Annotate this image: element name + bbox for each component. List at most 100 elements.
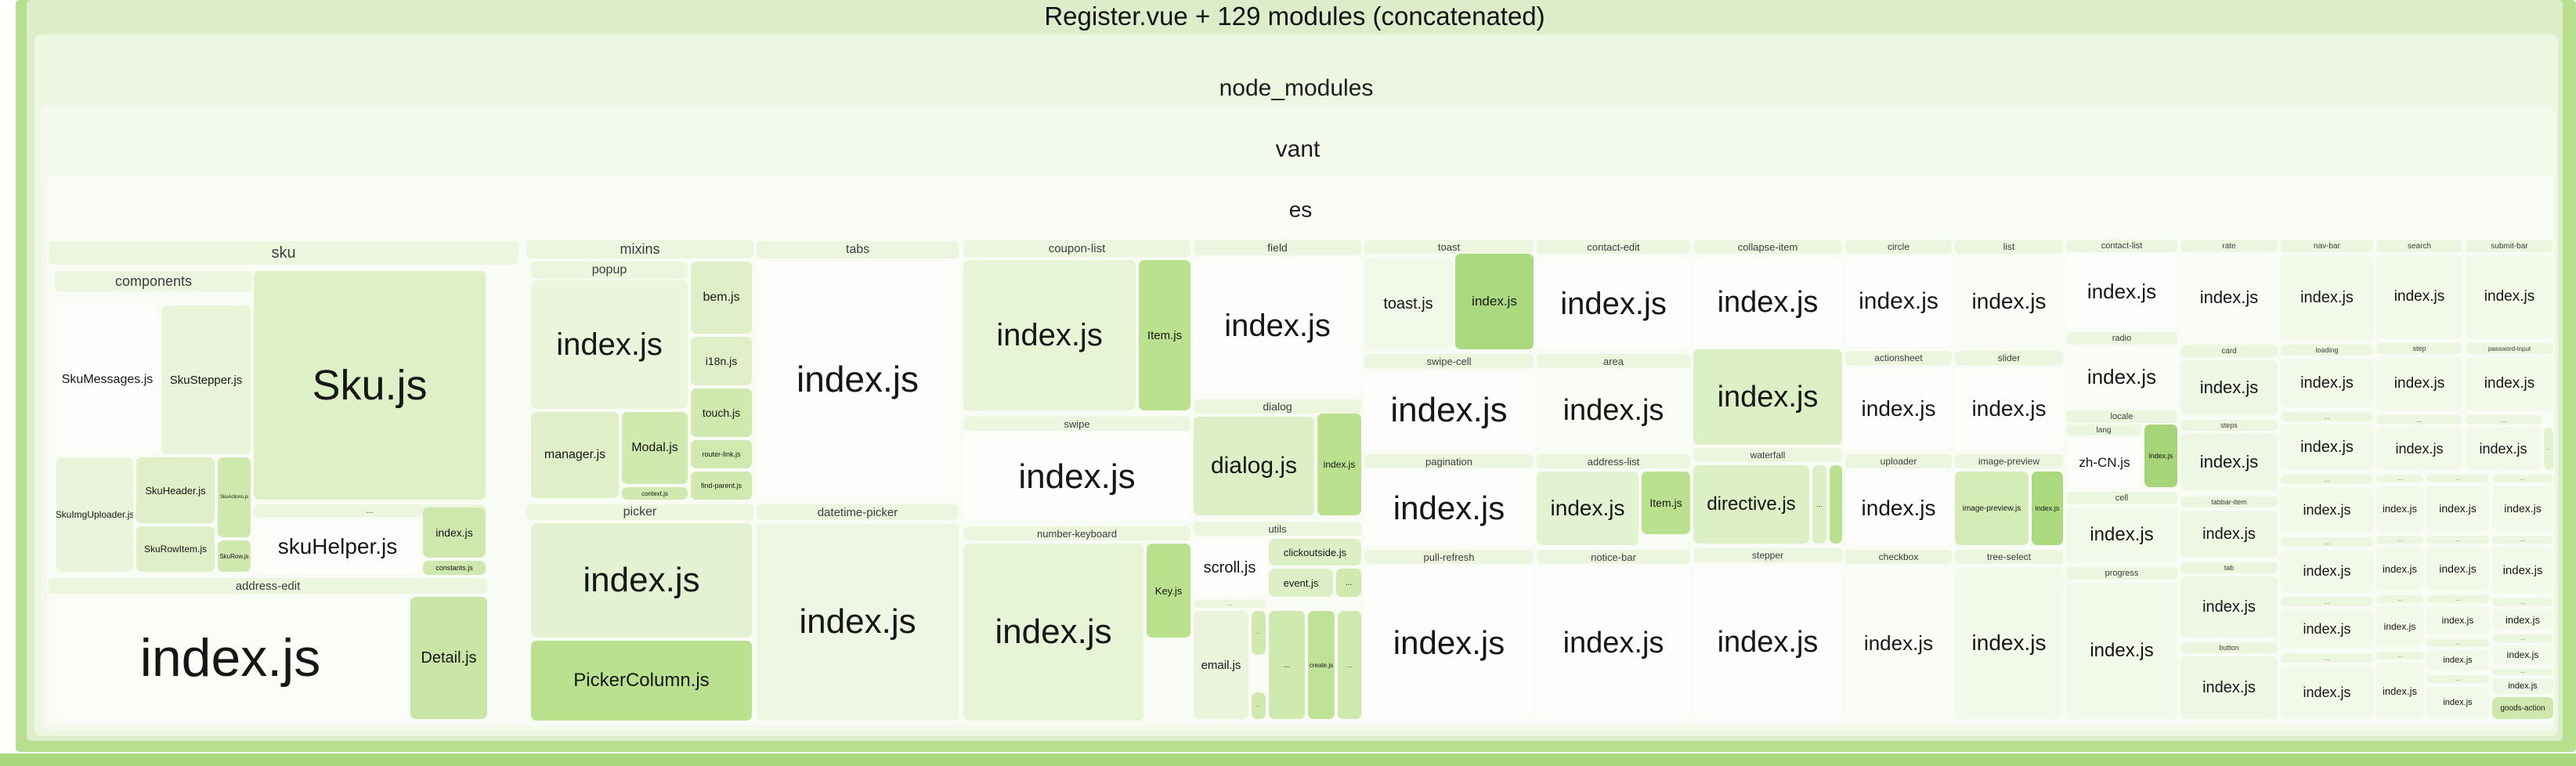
treemap-cell[interactable]: SkuRow.js <box>218 540 251 572</box>
treemap-group-label[interactable]: waterfall <box>1693 448 1842 462</box>
treemap-cell[interactable]: ... <box>1252 611 1266 655</box>
treemap-group-label[interactable]: ... <box>2492 598 2553 606</box>
treemap-group-label[interactable]: ... <box>2426 475 2489 482</box>
treemap-cell[interactable]: index.js <box>1364 567 1534 719</box>
next-chunk-edge[interactable] <box>0 753 2576 766</box>
treemap-cell[interactable]: index.js <box>1955 368 2063 450</box>
treemap-cell[interactable]: index.js <box>1537 472 1638 545</box>
treemap-cell[interactable]: index.js <box>1845 257 1952 346</box>
treemap-group-label[interactable]: password-input <box>2466 343 2553 354</box>
treemap-group-label[interactable]: ... <box>2281 475 2373 484</box>
treemap-cell[interactable]: Detail.js <box>410 597 487 719</box>
treemap-group-label[interactable]: ... <box>2376 536 2423 544</box>
treemap-group-label[interactable]: stepper <box>1693 548 1842 562</box>
treemap-group-label[interactable]: circle <box>1845 240 1952 254</box>
treemap-group-label[interactable]: pagination <box>1364 454 1534 468</box>
treemap-group-label[interactable]: ... <box>2281 537 2373 547</box>
treemap-cell[interactable]: index.js <box>2180 576 2278 638</box>
treemap-cell[interactable]: Key.js <box>1147 544 1190 638</box>
treemap-cell[interactable]: index.js <box>2376 357 2462 410</box>
treemap-cell[interactable]: image-preview.js <box>1955 472 2029 545</box>
treemap-cell[interactable]: index.js <box>2492 547 2553 594</box>
treemap-cell[interactable]: index.js <box>2492 609 2553 630</box>
treemap-group-label[interactable]: button <box>2180 642 2278 653</box>
treemap-cell[interactable]: index.js <box>1537 258 1690 349</box>
treemap-cell[interactable]: directive.js <box>1693 465 1809 544</box>
treemap-cell[interactable]: bem.js <box>691 262 752 334</box>
treemap-cell[interactable]: index.js <box>963 434 1190 520</box>
treemap-cell[interactable]: context.js <box>622 487 688 500</box>
treemap-group-label[interactable]: lang <box>2066 425 2141 435</box>
treemap-cell[interactable]: create.js <box>1308 611 1335 719</box>
treemap-group-label[interactable]: tabs <box>757 241 959 258</box>
treemap-group-label[interactable]: sku <box>49 241 518 265</box>
treemap-group-label[interactable]: ... <box>2376 415 2462 425</box>
treemap-cell[interactable]: clickoutside.js <box>1269 539 1361 565</box>
treemap-cell[interactable]: index.js <box>2281 550 2373 592</box>
treemap-cell[interactable]: index.js <box>1693 349 1842 445</box>
treemap-group-label[interactable]: collapse-item <box>1693 240 1842 254</box>
treemap-cell[interactable]: index.js <box>2180 360 2278 415</box>
treemap-cell[interactable]: dialog.js <box>1194 417 1314 515</box>
treemap-group-label[interactable]: rate <box>2180 240 2278 252</box>
treemap-group-label[interactable]: tree-select <box>1955 550 2063 564</box>
treemap-group-label[interactable]: field <box>1194 240 1361 255</box>
treemap-group-label[interactable]: ... <box>2492 669 2553 675</box>
treemap-cell[interactable]: index.js <box>757 523 959 721</box>
treemap-group-label[interactable]: contact-list <box>2066 240 2177 252</box>
treemap-cell[interactable]: index.js <box>1317 414 1361 515</box>
treemap-cell[interactable]: index.js <box>2180 656 2278 719</box>
treemap-cell[interactable]: scroll.js <box>1194 539 1266 597</box>
treemap-cell[interactable]: Modal.js <box>622 412 688 484</box>
treemap-group-label[interactable]: progress <box>2066 567 2177 580</box>
treemap-cell[interactable]: touch.js <box>691 388 752 437</box>
treemap-group-label[interactable]: ... <box>2376 475 2423 482</box>
treemap-cell[interactable]: index.js <box>2426 650 2489 670</box>
treemap-cell[interactable]: index.js <box>53 597 407 719</box>
treemap-group-label[interactable]: ... <box>2426 639 2489 647</box>
treemap-cell[interactable]: Item.js <box>1139 260 1190 410</box>
treemap-group-label[interactable]: slider <box>1955 351 2063 365</box>
treemap-group-label[interactable]: number-keyboard <box>963 526 1190 540</box>
treemap-cell[interactable]: i18n.js <box>691 337 752 385</box>
treemap-cell[interactable]: index.js <box>757 262 959 497</box>
treemap-group-label[interactable]: loading <box>2281 345 2373 356</box>
treemap-cell[interactable]: constants.js <box>423 561 486 575</box>
treemap-group-label[interactable]: contact-edit <box>1537 240 1690 254</box>
treemap-cell[interactable]: index.js <box>1693 565 1842 719</box>
treemap-group-label[interactable]: locale <box>2066 410 2177 423</box>
treemap-cell[interactable]: index.js <box>1537 567 1690 719</box>
treemap-group-label[interactable]: swipe-cell <box>1364 354 1534 368</box>
treemap-cell[interactable]: index.js <box>1845 567 1952 719</box>
treemap-group-label[interactable]: area <box>1537 354 1690 368</box>
treemap-cell[interactable]: index.js <box>1537 371 1690 450</box>
treemap-group-label[interactable]: ... <box>2466 415 2542 425</box>
treemap-cell[interactable]: email.js <box>1194 611 1248 719</box>
treemap-cell[interactable]: index.js <box>2426 547 2489 591</box>
treemap-group-label[interactable]: uploader <box>1845 454 1952 468</box>
treemap-group-label[interactable]: ... <box>2492 536 2553 544</box>
treemap-group-label[interactable]: ... <box>2492 475 2553 482</box>
treemap-cell[interactable]: SkuHeader.js <box>136 457 215 523</box>
treemap-cell[interactable]: index.js <box>963 544 1143 721</box>
treemap-group-label[interactable]: list <box>1955 240 2063 254</box>
treemap-cell[interactable]: index.js <box>531 280 688 409</box>
treemap-group-label[interactable]: notice-bar <box>1537 550 1690 564</box>
treemap-cell[interactable]: index.js <box>2281 609 2373 649</box>
treemap-group-label[interactable]: ... <box>2492 634 2553 642</box>
treemap-cell[interactable]: find-parent.js <box>691 472 752 500</box>
treemap-cell[interactable]: index.js <box>2376 606 2423 647</box>
treemap-cell[interactable]: SkuImgUploader.js <box>56 457 133 572</box>
treemap-group-label[interactable]: card <box>2180 345 2278 357</box>
treemap-cell[interactable] <box>1830 465 1842 544</box>
treemap-cell[interactable]: index.js <box>2066 583 2177 719</box>
treemap-group-label[interactable]: toast <box>1364 240 1534 254</box>
treemap-group-label[interactable]: ... <box>2426 675 2489 683</box>
treemap-cell[interactable]: index.js <box>2180 434 2278 490</box>
treemap-cell[interactable]: index.js <box>2032 472 2063 545</box>
treemap-group-label[interactable]: mixins <box>526 240 753 258</box>
treemap-cell[interactable]: index.js <box>1955 257 2063 346</box>
treemap-cell[interactable]: index.js <box>2466 428 2541 470</box>
treemap-cell[interactable]: ... <box>1252 692 1266 719</box>
treemap-cell[interactable]: Sku.js <box>254 271 486 500</box>
